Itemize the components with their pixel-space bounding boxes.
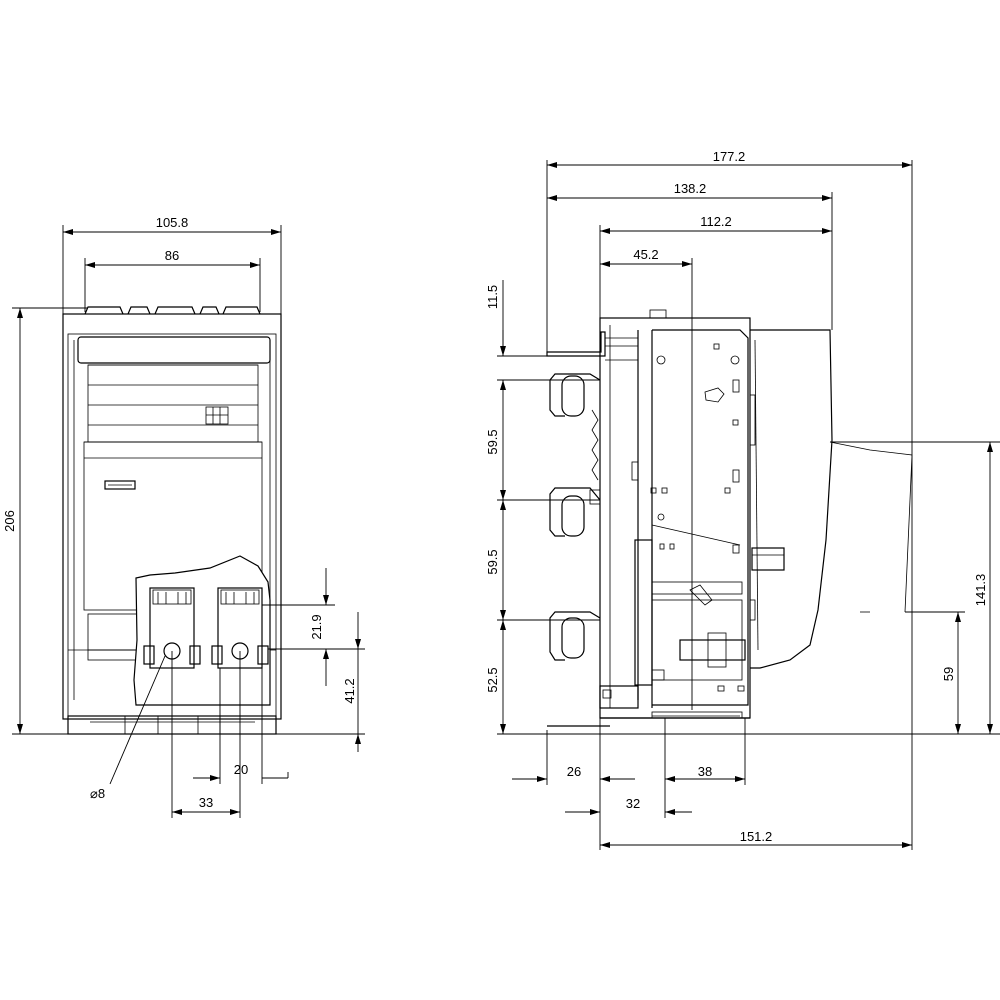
front-body (62, 306, 282, 735)
front-dim-20: 20 (193, 668, 289, 784)
front-dim-33: 33 (171, 651, 241, 818)
side-dim-26: 26 (512, 718, 635, 850)
front-dim-41-2: 41.2 (342, 612, 361, 752)
side-terminal-lower (549, 611, 601, 661)
side-terminal-middle (549, 487, 601, 537)
dim-label-hole: ⌀8 (90, 786, 105, 801)
side-dim-177-2: 177.2 (546, 149, 913, 850)
side-dim-138-2: 138.2 (547, 181, 833, 330)
front-dim-206: 206 (2, 307, 365, 735)
side-dim-141-3: 141.3 (830, 441, 1000, 734)
dim-label-11-5: 11.5 (485, 285, 500, 309)
dim-label-32: 32 (626, 796, 640, 811)
dim-label-52-5: 52.5 (485, 667, 500, 692)
side-dim-112-2: 112.2 (599, 214, 832, 318)
front-dim-86: 86 (84, 248, 261, 312)
dim-label-206: 206 (2, 510, 17, 532)
dim-label-112-2: 112.2 (700, 214, 732, 229)
dim-label-20: 20 (234, 762, 248, 777)
dim-label-105-8: 105.8 (156, 215, 189, 230)
front-view: 105.8 86 206 21.9 41.2 (2, 215, 365, 818)
dim-label-33: 33 (199, 795, 213, 810)
dim-label-59-5-middle: 59.5 (485, 549, 500, 574)
side-dim-38: 38 (664, 718, 746, 818)
dim-label-59-5-upper: 59.5 (485, 429, 500, 454)
dim-label-21-9: 21.9 (309, 614, 324, 639)
dim-label-177-2: 177.2 (713, 149, 746, 164)
dim-label-41-2: 41.2 (342, 678, 357, 703)
dim-label-141-3: 141.3 (973, 574, 988, 607)
dim-label-59: 59 (941, 667, 956, 681)
side-dim-32: 32 (565, 796, 692, 815)
dim-label-86: 86 (165, 248, 179, 263)
front-dim-hole: ⌀8 (90, 655, 166, 801)
dim-label-138-2: 138.2 (674, 181, 707, 196)
side-dim-59: 59 (905, 611, 965, 734)
front-dim-21-9: 21.9 (262, 568, 365, 686)
dim-label-26: 26 (567, 764, 581, 779)
side-dim-vertical-left: 11.5 59.5 59.5 52.5 (485, 280, 1000, 735)
side-dim-151-2: 151.2 (600, 829, 912, 848)
side-dim-45-2: 45.2 (600, 247, 693, 710)
side-view: 177.2 138.2 112.2 45.2 (485, 149, 1000, 850)
dim-label-38: 38 (698, 764, 712, 779)
dim-label-45-2: 45.2 (633, 247, 658, 262)
front-dim-105-8: 105.8 (62, 215, 282, 316)
side-body (546, 309, 913, 727)
dim-label-151-2: 151.2 (740, 829, 773, 844)
